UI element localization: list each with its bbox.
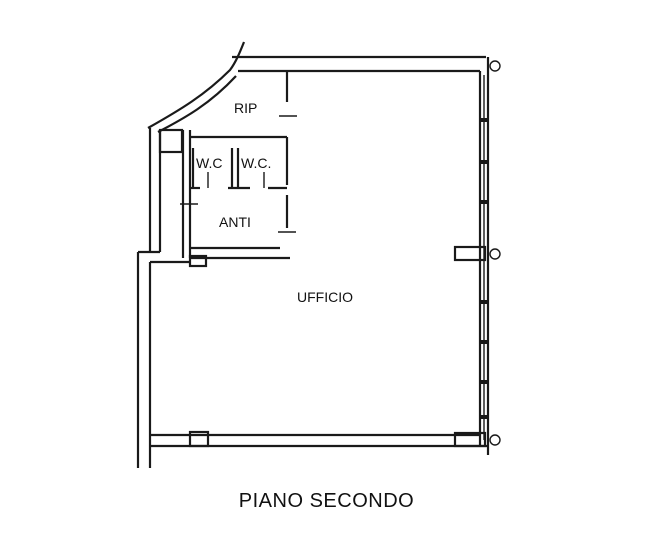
room-label-anti: ANTI xyxy=(219,214,251,230)
plan-caption: PIANO SECONDO xyxy=(238,490,415,512)
bottom-outer-wall xyxy=(150,430,488,448)
top-outer-wall xyxy=(232,55,486,73)
service-core-walls xyxy=(148,71,297,268)
floor-plan: RIP W.C W.C. ANTI UFFICIO xyxy=(136,41,501,468)
room-label-ufficio: UFFICIO xyxy=(297,289,353,305)
left-outer-wall xyxy=(136,250,190,468)
curved-facade xyxy=(147,41,246,133)
columns xyxy=(453,60,501,448)
room-label-wc-1: W.C xyxy=(196,155,222,171)
room-label-wc-2: W.C. xyxy=(241,155,271,171)
room-label-rip: RIP xyxy=(234,100,257,116)
